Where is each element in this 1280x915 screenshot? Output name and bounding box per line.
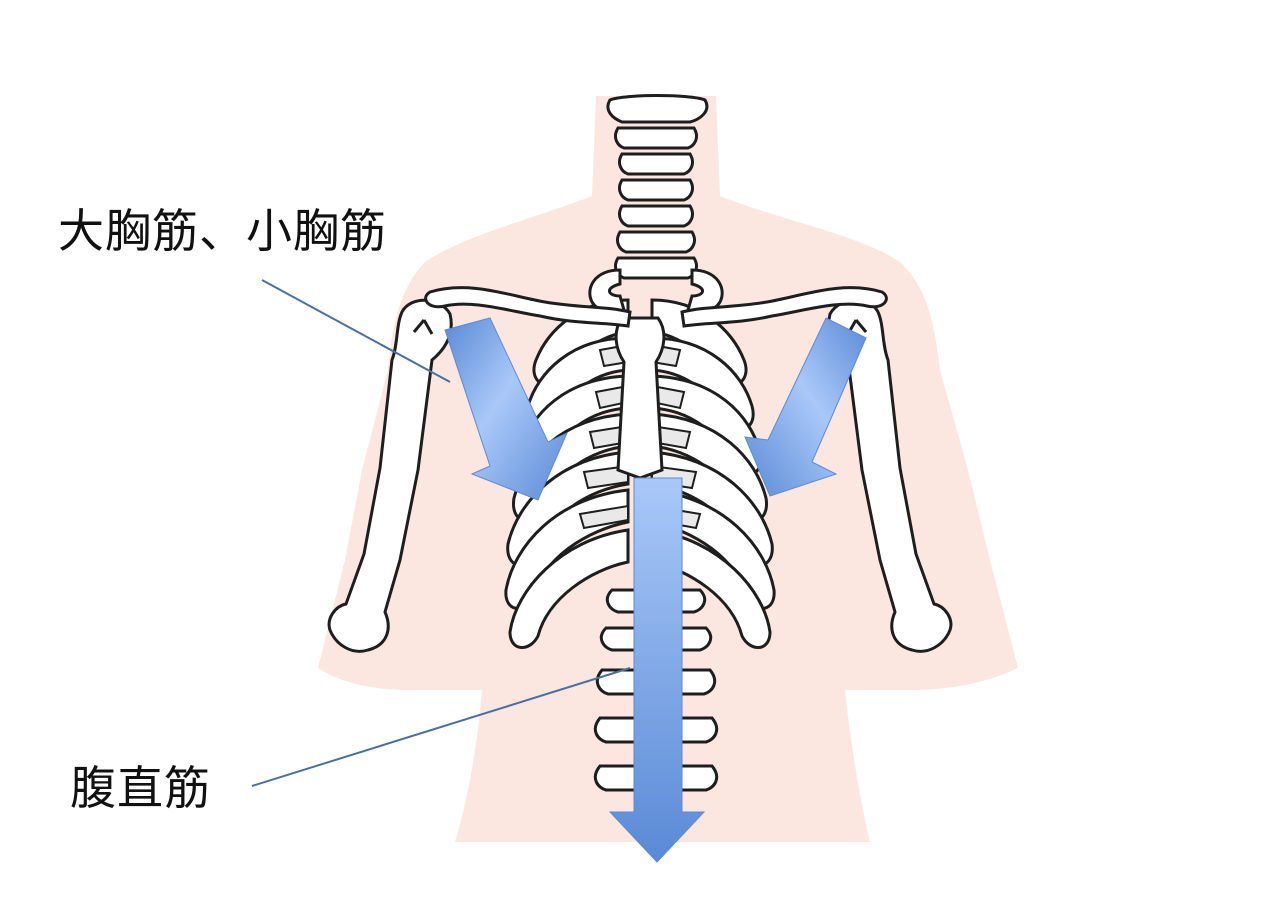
rectus-leader-line [251, 667, 631, 787]
pectoral-arrow-right [744, 317, 867, 497]
right-clavicle [680, 286, 888, 328]
pectoral-muscle-label: 大胸筋、小胸筋 [58, 204, 387, 258]
left-humerus [327, 298, 453, 653]
rectus-abdominis-label: 腹直筋 [70, 761, 211, 815]
rectus-abdominis-arrow [608, 477, 706, 863]
pectoral-arrow-left [444, 317, 568, 501]
sternum [614, 316, 666, 480]
lumbar-spine [593, 588, 719, 792]
pectoral-leader-line [261, 279, 451, 383]
cervical-spine [606, 94, 709, 280]
left-clavicle [424, 286, 632, 328]
upper-ribs [588, 268, 724, 314]
